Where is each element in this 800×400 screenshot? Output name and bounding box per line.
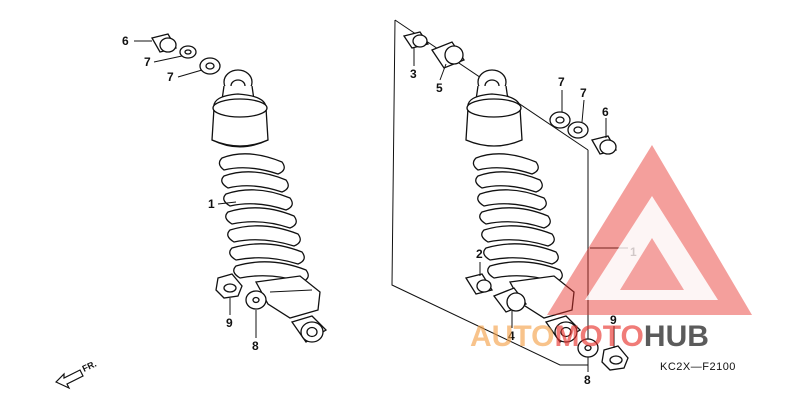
callout-right-7b: 7	[580, 86, 587, 100]
automotohub-watermark: AUTOMOTOHUB	[470, 145, 752, 353]
callout-right-6: 6	[602, 105, 609, 119]
watermark-text-auto: AUTOMOTOHUB	[470, 320, 709, 353]
callout-right-3: 3	[410, 67, 417, 81]
callout-left-6: 6	[122, 34, 129, 48]
watermark-logo-icon	[547, 145, 752, 315]
left-small-parts	[151, 33, 267, 310]
right-small-parts	[402, 31, 629, 371]
right-leader-lines	[413, 48, 628, 372]
callout-right-7a: 7	[558, 75, 565, 89]
callout-left-9: 9	[226, 316, 233, 330]
left-shock-absorber	[211, 69, 328, 343]
front-direction-indicator: FR.	[54, 359, 98, 390]
callout-right-2: 2	[476, 247, 483, 261]
diagram-code: KC2X—F2100	[660, 361, 736, 373]
callout-right-5: 5	[436, 81, 443, 95]
left-leader-lines	[134, 40, 257, 338]
callout-right-4: 4	[508, 329, 515, 343]
right-shock-absorber	[465, 69, 582, 343]
callout-left-8: 8	[252, 339, 259, 353]
front-arrow-icon	[54, 369, 84, 390]
callout-right-8: 8	[584, 373, 591, 387]
callout-left-7b: 7	[167, 70, 174, 84]
callout-right-9: 9	[610, 313, 617, 327]
callout-left-1: 1	[208, 197, 215, 211]
callout-left-7a: 7	[144, 55, 151, 69]
front-direction-label: FR.	[81, 359, 98, 374]
left-spring-coils	[218, 153, 309, 283]
